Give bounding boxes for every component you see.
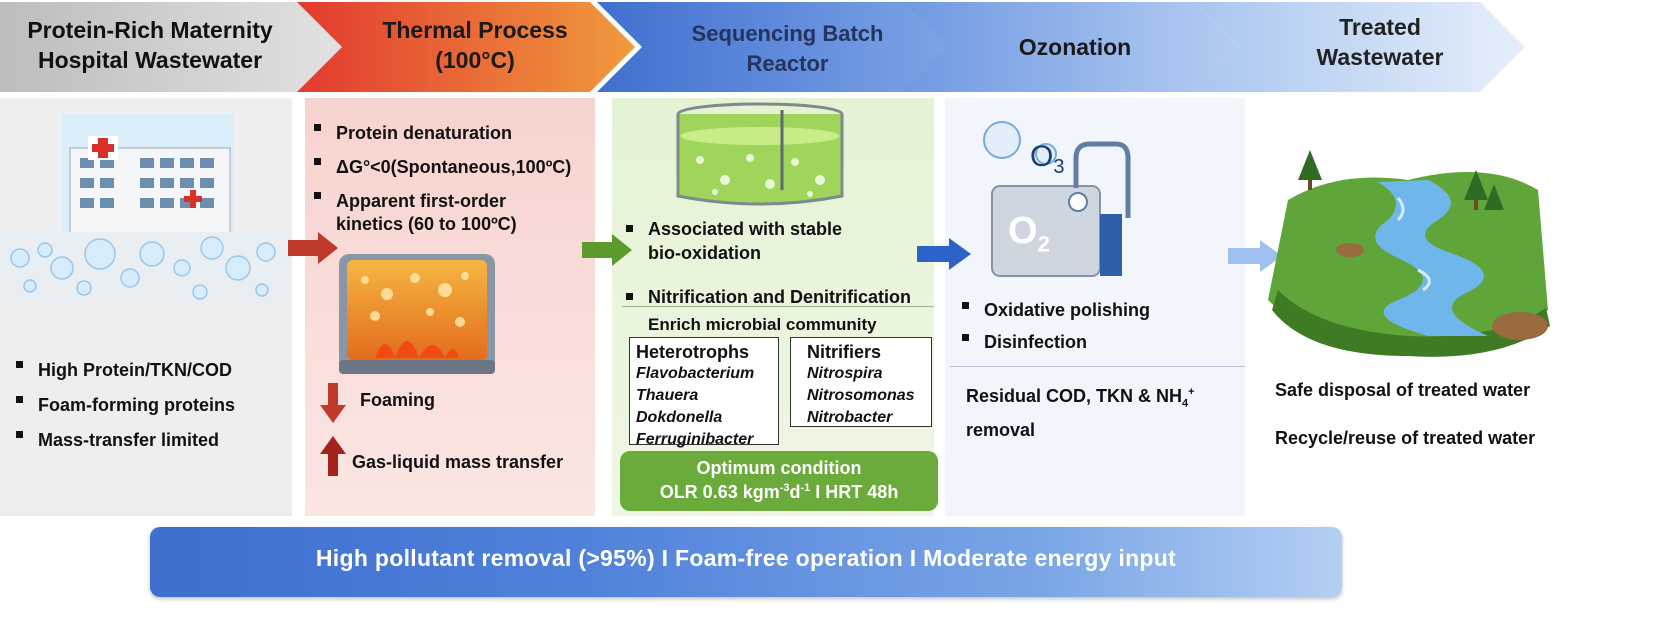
optimum-title: Optimum condition [696,458,862,478]
nitrifier-item: Nitrobacter [807,409,893,426]
bio-oxidation-line1: Associated with stable [648,219,843,239]
bullet-bio-oxidation: Associated with stable bio-oxidation [624,217,911,265]
safe-disposal-text: Safe disposal of treated water [1275,380,1531,400]
recycle-reuse-text: Recycle/reuse of treated water [1275,428,1536,448]
foaming-down-arrow-icon [320,383,346,423]
residual-text: Residual COD, TKN & NH [966,386,1183,406]
red-flow-arrow-icon [288,232,338,264]
ozonation-bullets: Oxidative polishing Disinfection [960,294,1150,358]
stage-1-line1: Protein-Rich Maternity [27,17,273,43]
o3-label: O3 [1030,140,1064,179]
o3-letter: O [1030,140,1054,173]
summary-banner: High pollutant removal (>95%) I Foam-fre… [150,527,1342,597]
heterotroph-item: Dokdonella [636,409,723,426]
stage-3-line2: Reactor [746,51,829,76]
residual-removal-line2: removal [966,420,1036,440]
bullet-high-protein: High Protein/TKN/COD [14,353,235,388]
hrt-value: I HRT 48h [810,482,899,502]
bullet-oxidative-polishing: Oxidative polishing [960,294,1150,326]
bullet-first-order: Apparent first-order [312,184,571,218]
foaming-label: Foaming [360,390,435,410]
stage-2-line1: Thermal Process [382,17,568,43]
stage-3-line1: Sequencing Batch [691,21,884,46]
summary-banner-text: High pollutant removal (>95%) I Foam-fre… [315,545,1177,571]
heterotroph-item: Ferruginibacter [636,431,754,448]
olr-unit: d [789,482,801,502]
sbr-divider [622,306,934,307]
bullet-foam-proteins: Foam-forming proteins [14,388,235,423]
chevron-stage-2 [297,2,635,92]
bio-oxidation-line2: bio-oxidation [648,243,761,263]
thermal-bullets: Protein denaturation ΔG°<0(Spontaneous,1… [312,116,571,218]
blue-flow-arrow-icon [917,238,971,270]
bullet-nitrification: Nitrification and Denitrification [624,285,911,309]
river-landscape-illustration [1268,150,1550,357]
olr-value: OLR 0.63 kgm [659,482,780,502]
sbr-tank-illustration [676,102,844,206]
influent-bullets: High Protein/TKN/COD Foam-forming protei… [14,353,235,458]
nitrifier-item: Nitrosomonas [807,387,915,404]
ozone-generator-illustration [983,121,1131,277]
green-flow-arrow-icon [582,234,632,266]
heterotroph-item: Flavobacterium [636,365,755,382]
process-header [0,2,1525,92]
nitrifiers-box: Nitrifiers Nitrospira Nitrosomonas Nitro… [790,337,932,427]
stage-5-title: Treated Wastewater [1240,12,1520,72]
ozonation-divider [950,366,1245,367]
stage-5-line2: Wastewater [1316,44,1444,70]
stage-5-line1: Treated [1339,14,1421,40]
stage-3-title: Sequencing Batch Reactor [640,19,935,79]
stage-2-line2: (100°C) [435,47,515,73]
chevron-stage-4 [903,2,1240,92]
panel-ozonation [945,98,1245,516]
residual-removal-line1: Residual COD, TKN & NH4+ [966,386,1195,410]
o2-label: O2 [1008,210,1050,258]
first-order-continuation: kinetics (60 to 100ºC) [336,214,517,234]
bullet-disinfection: Disinfection [960,326,1150,358]
heating-vessel-illustration [339,254,495,374]
chevron-stage-3 [597,2,950,92]
optimum-values: OLR 0.63 kgm-3d-1 I HRT 48h [620,482,938,503]
nh4-superscript: + [1188,386,1195,398]
optimum-condition-badge: Optimum condition OLR 0.63 kgm-3d-1 I HR… [620,451,938,511]
nitrifier-item: Nitrospira [807,365,883,382]
o3-subscript: 3 [1053,156,1065,178]
bullet-mass-transfer: Mass-transfer limited [14,423,235,458]
bullet-delta-g: ΔG°<0(Spontaneous,100ºC) [312,150,571,184]
hospital-foam-illustration [0,114,292,308]
heterotroph-item: Thauera [636,387,699,404]
olr-sup1: -3 [779,482,790,494]
o2-letter: O [1008,210,1038,252]
mass-transfer-label: Gas-liquid mass transfer [352,452,564,472]
heterotrophs-title: Heterotrophs [636,342,750,362]
nitrifiers-title: Nitrifiers [807,342,882,362]
sbr-bullets: Associated with stable bio-oxidation Nit… [624,217,911,309]
stage-1-line2: Hospital Wastewater [37,47,263,73]
o2-subscript: 2 [1037,231,1050,257]
olr-sup2: -1 [800,482,811,494]
stage-4-title: Ozonation [945,32,1205,62]
stage-1-title: Protein-Rich Maternity Hospital Wastewat… [0,15,300,75]
light-flow-arrow-icon [1228,240,1282,272]
chevron-stage-1 [0,2,345,92]
nh4-subscript: 4 [1182,397,1189,410]
stage-4-line1: Ozonation [1018,34,1132,60]
mass-transfer-up-arrow-icon [320,436,346,476]
stage-2-title: Thermal Process (100°C) [335,15,615,75]
community-title: Enrich microbial community [648,315,877,334]
chevron-stage-5 [1195,2,1525,92]
bullet-denaturation: Protein denaturation [312,116,571,150]
heterotrophs-box: Heterotrophs Flavobacterium Thauera Dokd… [629,337,779,448]
